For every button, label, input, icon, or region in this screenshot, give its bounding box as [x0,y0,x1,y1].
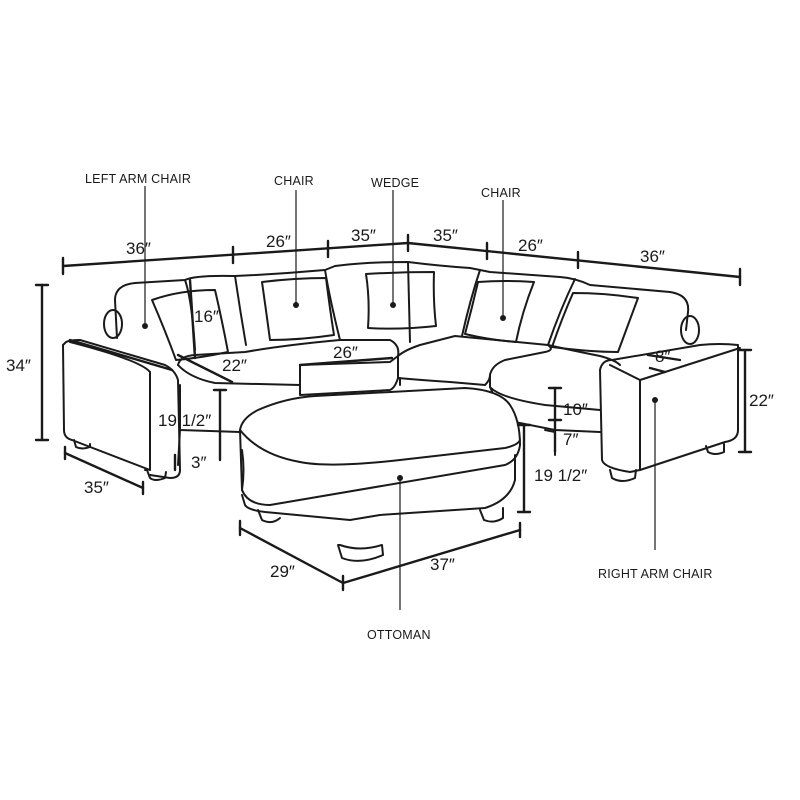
dim-depth-left: 35″ [84,478,109,497]
dim-top-wedge-left: 35″ [351,226,376,245]
dim-seat-cushion-thickness: 10″ [563,400,588,419]
component-labels: LEFT ARM CHAIR CHAIR WEDGE CHAIR RIGHT A… [85,172,713,642]
label-chair-right: CHAIR [481,186,521,200]
ottoman-drawing [239,387,521,562]
dim-top-right-arm-width: 36″ [640,247,665,266]
label-left-arm-chair: LEFT ARM CHAIR [85,172,191,186]
dim-arm-height: 22″ [749,391,774,410]
pillow-left-chair [261,277,335,341]
dim-top-wedge-right: 35″ [433,226,458,245]
dim-ottoman-depth: 29″ [270,562,295,581]
label-wedge: WEDGE [371,176,419,190]
pillow-left-arm-chair [151,289,229,361]
dim-seat-height-left: 19 1/2″ [158,411,211,430]
dim-back-cushion-height: 16″ [194,307,219,326]
dim-seat-depth: 22″ [222,356,247,375]
leader-lines [142,186,658,610]
dim-top-left-arm-width: 36″ [126,239,151,258]
dim-leg-height: 3″ [191,453,206,472]
dim-top-chair-right-width: 26″ [518,236,543,255]
pillow-right-arm-chair [551,292,639,353]
top-dimension-lines [61,233,742,287]
inner-dimension-lines [34,278,753,592]
label-right-arm-chair: RIGHT ARM CHAIR [598,567,713,581]
dim-overall-height: 34″ [6,356,31,375]
pillow-wedge [365,271,437,330]
dim-ottoman-height: 19 1/2″ [534,466,587,485]
sofa-outline [62,261,741,482]
dimension-labels: 36″ 26″ 35″ 35″ 26″ 36″ 34″ 16″ 22″ 26″ … [6,226,774,581]
label-ottoman: OTTOMAN [367,628,431,642]
pillow-right-chair [464,280,535,343]
label-chair-left: CHAIR [274,174,314,188]
throw-pillows [151,271,639,361]
dim-ottoman-width: 37″ [430,555,455,574]
dim-chair-seat-width: 26″ [333,343,358,362]
dim-top-chair-left-width: 26″ [266,232,291,251]
dim-seat-base-height: 7″ [563,430,578,449]
dim-arm-width: 8″ [655,347,670,366]
